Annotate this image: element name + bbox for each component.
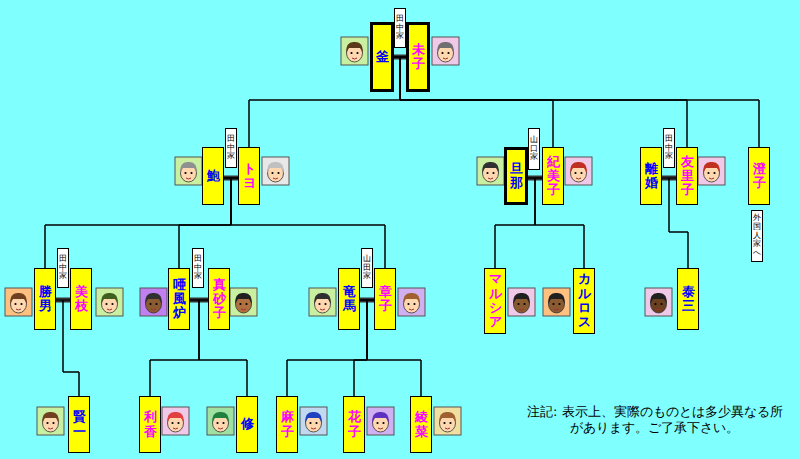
family-label: 山田家 [361,248,373,288]
name-box: 未子 [406,22,430,92]
name-box: マルシア [484,268,506,334]
person-name: 離婚 [645,162,658,191]
person-name: 泰三 [682,285,695,314]
name-box: 利香 [139,396,161,453]
name-box: 麻子 [276,396,298,453]
family-label-text: 田中家 [59,255,67,281]
person-name: 勝男 [39,285,52,314]
face-icon [175,157,202,185]
name-box: 釜 [370,22,394,92]
person-name: 鮑 [207,169,220,183]
person-name: 賢一 [73,410,86,439]
person-name: マルシア [489,272,502,329]
name-box: 澄子 [748,147,770,205]
family-label: 田中家 [225,128,237,168]
face-icon [230,288,257,316]
name-box: 勝男 [34,268,56,330]
person-name: 唖風炉 [173,278,186,321]
person-name: 真砂子 [213,278,226,321]
person-name: 綾菜 [415,410,428,439]
face-icon [565,157,592,185]
name-box: 真砂子 [208,268,230,330]
name-box: 竜馬 [338,268,360,330]
descent-line [394,57,687,147]
name-box: 旦那 [504,147,528,205]
face-icon [262,157,289,185]
note-text: 注記: 表示上、実際のものとは多少異なる所があります。ご了承下さい。 [527,404,795,437]
descent-line [287,300,374,396]
name-box: 修 [236,396,258,453]
family-label-text: 山田家 [363,255,371,281]
person-name: 美枝 [75,285,88,314]
face-icon [543,288,570,316]
name-box: 花子 [343,396,365,453]
name-box: 唖風炉 [168,268,190,330]
face-icon [698,157,725,185]
person-name: 修 [241,417,254,431]
name-box: 友里子 [676,147,698,205]
face-icon [162,407,189,435]
name-box: 紀美子 [542,147,564,205]
person-name: 花子 [348,410,361,439]
person-name: 澄子 [753,162,766,191]
person-name: 紀美子 [547,155,560,198]
face-icon [309,288,336,316]
family-label: 田中家 [394,8,406,48]
face-icon [645,288,672,316]
face-icon [96,288,123,316]
name-box: 美枝 [70,268,92,330]
face-icon [367,407,394,435]
family-label-text: 田中家 [665,135,673,161]
person-name: トヨ [243,162,256,191]
family-label-text: 山口家 [530,136,538,162]
person-name: 章子 [379,285,392,314]
name-box: 綾菜 [410,396,432,453]
person-name: 旦那 [510,162,523,191]
descent-line [400,57,687,147]
name-box: トヨ [238,147,260,205]
family-label-text: 田中家 [227,135,235,161]
face-icon [37,407,64,435]
family-label: 田中家 [192,248,204,288]
name-box: 鮑 [202,147,224,205]
name-box: カルロス [573,268,595,334]
family-label: 山口家 [528,128,540,170]
person-name: 麻子 [281,410,294,439]
family-label: 田中家 [57,248,69,288]
face-icon [432,37,459,65]
person-name: カルロス [578,272,591,329]
person-name: 友里子 [681,155,694,198]
family-label-text: 田中家 [194,255,202,281]
family-label-text: 外国人家へ [753,214,761,258]
face-icon [207,407,234,435]
face-icon [398,288,425,316]
name-box: 離婚 [640,147,662,205]
face-icon [508,288,535,316]
name-box: 泰三 [677,268,699,330]
name-box: 章子 [374,268,396,330]
descent-line [400,57,759,147]
face-icon [5,288,32,316]
person-name: 未子 [412,43,425,72]
descent-line [394,57,759,147]
face-icon [300,407,327,435]
face-icon [341,37,368,65]
person-name: 釜 [376,50,389,64]
face-icon [434,407,461,435]
face-icon [477,157,504,185]
family-label: 田中家 [663,128,675,168]
name-box: 賢一 [68,396,90,453]
person-name: 竜馬 [343,285,356,314]
person-name: 利香 [144,410,157,439]
face-icon [140,288,167,316]
family-label: 外国人家へ [751,210,763,262]
family-label-text: 田中家 [396,15,404,41]
